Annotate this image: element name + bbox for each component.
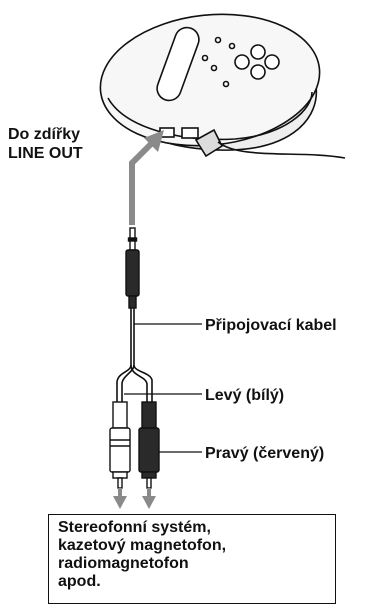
connecting-cable-label: Připojovací kabel: [205, 316, 337, 335]
cable: [117, 308, 152, 402]
left-white-label: Levý (bílý): [205, 386, 284, 405]
right-rca-plug: [139, 402, 159, 488]
destination-box: Stereofonní systém, kazetový magnetofon,…: [48, 514, 336, 604]
line-out-jack-label: Do zdířky LINE OUT: [8, 125, 83, 163]
line-out-jack-label-line2: LINE OUT: [8, 144, 83, 163]
line-out-jack-label-line1: Do zdířky: [8, 125, 83, 144]
destination-line: Stereofonní systém,: [58, 519, 326, 537]
destination-line: apod.: [58, 573, 326, 591]
cd-player-illustration: [94, 4, 345, 158]
mini-plug: [126, 228, 139, 308]
destination-line: radiomagnetofon: [58, 555, 326, 573]
leader-lines: [124, 324, 202, 452]
right-red-label: Pravý (červený): [205, 444, 324, 463]
output-arrows: [113, 488, 156, 509]
jack-arrow: [132, 140, 155, 225]
left-rca-plug: [110, 402, 130, 488]
destination-line: kazetový magnetofon,: [58, 537, 326, 555]
